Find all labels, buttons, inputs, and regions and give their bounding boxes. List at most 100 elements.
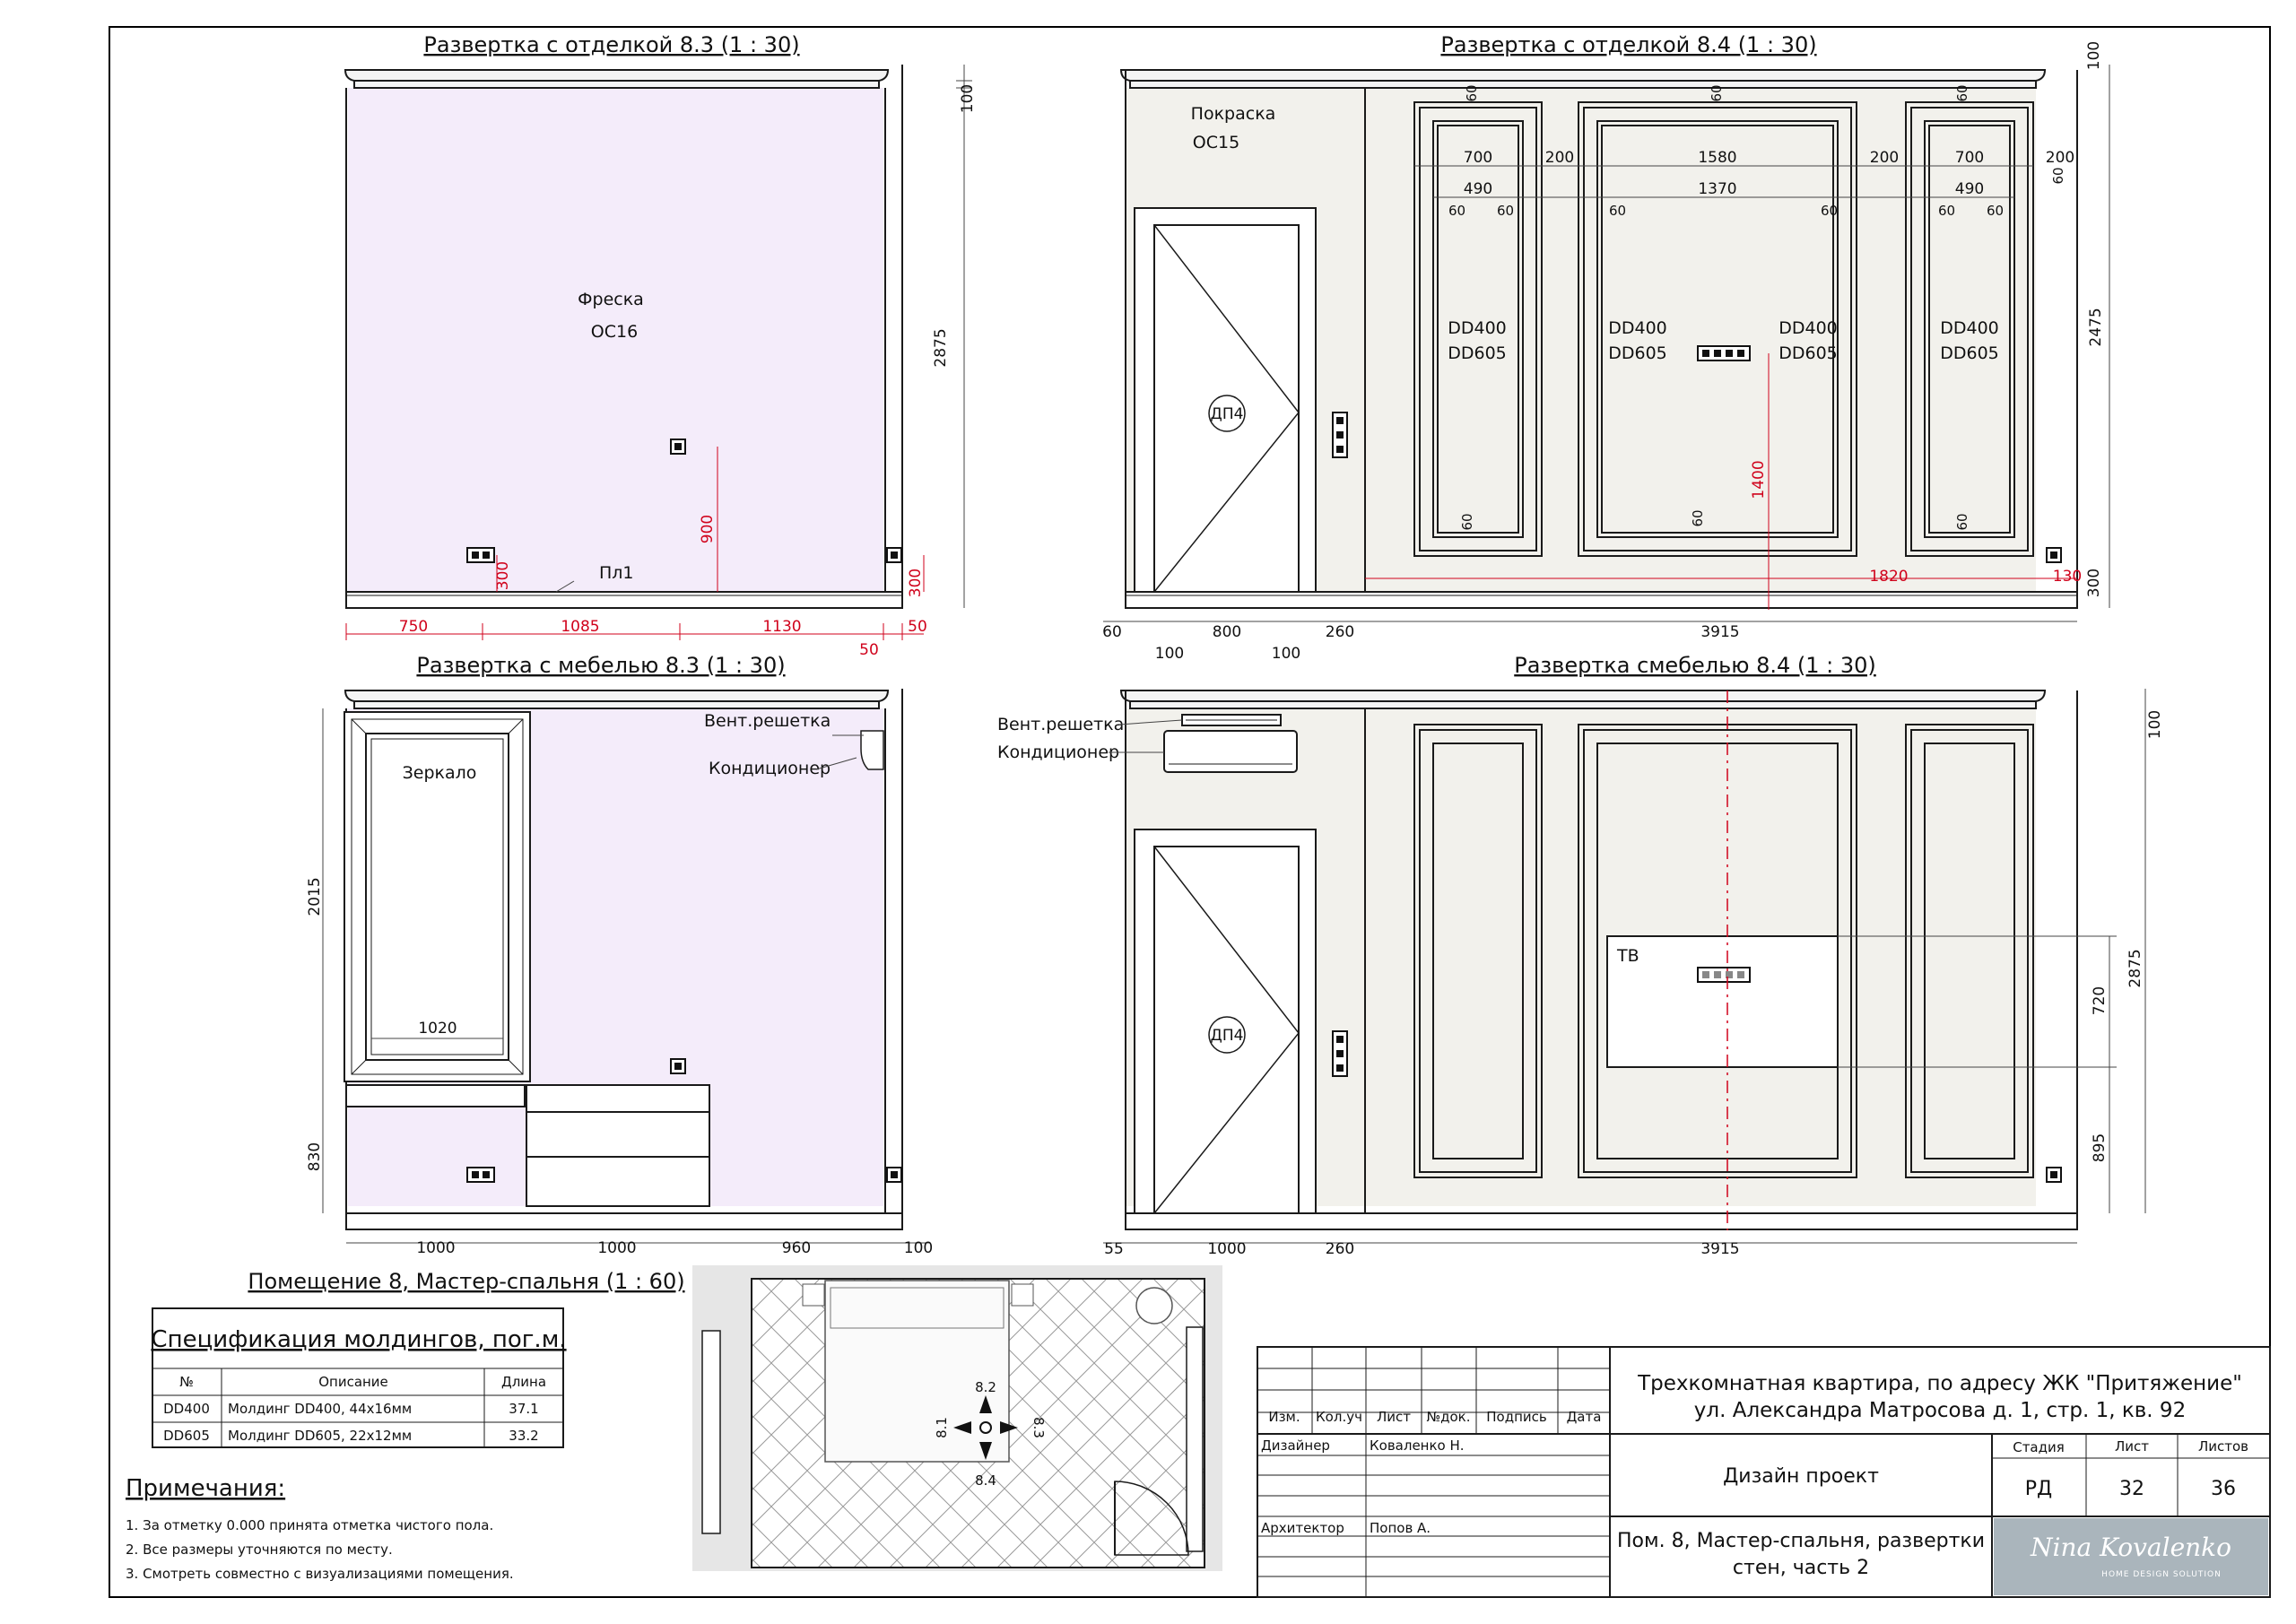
stamp-header: №док. — [1427, 1409, 1471, 1425]
dim-red: 1820 — [1869, 568, 1908, 586]
dim-socket-height: 900 — [699, 515, 717, 543]
switch-block-icon — [1332, 1030, 1348, 1077]
designer-name: Коваленко Н. — [1370, 1437, 1465, 1454]
fresco-code: ОС16 — [591, 322, 638, 342]
spec-cell: 37.1 — [509, 1401, 538, 1417]
socket-icon — [670, 1058, 686, 1074]
molding-code: DD605 — [1608, 343, 1667, 363]
dim-bottom: 750 — [399, 618, 428, 636]
vent-label: Вент.решетка — [997, 715, 1124, 734]
vent-grille — [1181, 714, 1282, 726]
socket-icon — [2046, 547, 2062, 563]
ceiling-cornice — [1119, 690, 2047, 709]
dim-bottom: 1130 — [762, 618, 801, 636]
panel-width-inner: 1370 — [1698, 180, 1736, 198]
ac-label: Кондиционер — [997, 743, 1119, 762]
molding-code: DD605 — [1940, 343, 1999, 363]
marker-label: 8.3 — [1031, 1417, 1047, 1438]
dim-left: 830 — [306, 1142, 324, 1171]
dim-right: 2475 — [2087, 308, 2105, 346]
dim-bottom: 800 — [1213, 623, 1241, 641]
sheets-total: 36 — [2211, 1478, 2236, 1500]
panel-width-outer: 1580 — [1698, 149, 1736, 167]
spec-cell: Молдинг DD400, 44х16мм — [228, 1401, 412, 1417]
ceiling-cornice — [344, 69, 890, 89]
note-item: 3. Смотреть совместно с визуализациями п… — [126, 1566, 514, 1582]
baseboard — [1125, 591, 2078, 609]
dim-bottom: 1000 — [597, 1239, 636, 1257]
socket-icon — [886, 547, 902, 563]
small-dim: 60 — [1987, 203, 2004, 219]
spec-header: № — [179, 1374, 194, 1390]
panel-width-inner: 490 — [1955, 180, 1984, 198]
dim-bottom: 260 — [1326, 1240, 1354, 1258]
marker-label: 8.1 — [934, 1417, 950, 1438]
marker-label: 8.2 — [975, 1379, 996, 1395]
note-item: 2. Все размеры уточняются по месту. — [126, 1541, 393, 1558]
dim-socket-height: 300 — [494, 561, 512, 590]
fresco-label: Фреска — [578, 290, 644, 309]
dim-bottom: 100 — [1155, 645, 1184, 663]
ac-label: Кондиционер — [709, 759, 831, 778]
door-dp4: ДП4 — [1134, 207, 1317, 593]
stamp-header: Лист — [1377, 1409, 1411, 1425]
panel-width-outer: 700 — [1464, 149, 1492, 167]
armchair — [1135, 1287, 1173, 1324]
dim-bottom: 1085 — [561, 618, 599, 636]
dim-right: 720 — [2091, 986, 2109, 1015]
socket-icon — [670, 439, 686, 455]
small-dim: 60 — [1690, 509, 1706, 526]
col-sheet: Лист — [2115, 1438, 2149, 1455]
dim-left: 2015 — [306, 877, 324, 916]
dim-bottom: 100 — [1272, 645, 1300, 663]
elevation-title: Развертка с отделкой 8.3 (1 : 30) — [423, 32, 799, 57]
dim-bottom: 50 — [908, 618, 927, 636]
marker-label: 8.4 — [975, 1472, 996, 1489]
bed — [824, 1280, 1010, 1463]
molding-code: DD400 — [1608, 318, 1667, 338]
door-dp4: ДП4 — [1134, 829, 1317, 1214]
socket-block-icon — [1697, 345, 1751, 361]
tv-label: ТВ — [1616, 946, 1639, 966]
small-dim: 60 — [1448, 203, 1465, 219]
panel-gap: 200 — [1870, 149, 1899, 167]
spec-table: Спецификация молдингов, пог.м. № Описани… — [151, 1307, 567, 1448]
plan-title: Помещение 8, Мастер-спальня (1 : 60) — [248, 1269, 684, 1294]
wall-panel-left — [1413, 101, 1543, 557]
col-sheets: Листов — [2198, 1438, 2248, 1455]
mirror — [344, 711, 531, 1082]
door-swing — [1114, 1481, 1189, 1556]
spec-cell: Молдинг DD605, 22х12мм — [228, 1428, 412, 1444]
title-block: Изм. Кол.уч Лист №док. Подпись Дата Диза… — [1257, 1346, 2271, 1598]
logo-sub: HOME DESIGN SOLUTION — [2101, 1570, 2222, 1579]
dim-bottom: 100 — [904, 1239, 933, 1257]
air-conditioner-side-icon — [860, 730, 884, 770]
sheet-title-1: Пом. 8, Мастер-спальня, развертки — [1617, 1530, 1985, 1552]
wall-panel-center — [1578, 101, 1857, 557]
dim-bottom: 60 — [1102, 623, 1122, 641]
dim-bottom: 260 — [1326, 623, 1354, 641]
ceiling-cornice — [344, 690, 890, 709]
room-plan: Помещение 8, Мастер-спальня (1 : 60) 8.2… — [248, 1265, 1222, 1571]
small-dim: 60 — [1954, 513, 1970, 530]
dim-bottom: 3915 — [1700, 623, 1739, 641]
logo-text: Nina Kovalenko — [2030, 1533, 2231, 1562]
sheet-number: 32 — [2119, 1478, 2144, 1500]
dim-right: 895 — [2091, 1133, 2109, 1162]
spec-cell: DD605 — [163, 1428, 210, 1444]
ceiling-cornice — [1119, 69, 2047, 89]
small-dim: 60 — [1609, 203, 1626, 219]
elevation-8-3-furniture: Развертка с мебелью 8.3 (1 : 30) Зеркало… — [306, 653, 933, 1257]
dim-right: 2875 — [932, 328, 950, 367]
molding-code: DD400 — [1940, 318, 1999, 338]
small-dim: 60 — [1459, 513, 1475, 530]
designer-logo: Nina Kovalenko HOME DESIGN SOLUTION — [1994, 1518, 2268, 1595]
notes-title: Примечания: — [126, 1475, 285, 1502]
dim-socket-height: 300 — [907, 569, 925, 597]
panel-gap: 200 — [2046, 149, 2074, 167]
door-label: ДП4 — [1211, 405, 1244, 423]
elevation-8-4-finish: Развертка с отделкой 8.4 (1 : 30) Покрас… — [1102, 32, 2110, 663]
socket-icon — [2046, 1167, 2062, 1183]
wall-panel-left — [1413, 724, 1543, 1178]
col-stage: Стадия — [2013, 1439, 2065, 1455]
